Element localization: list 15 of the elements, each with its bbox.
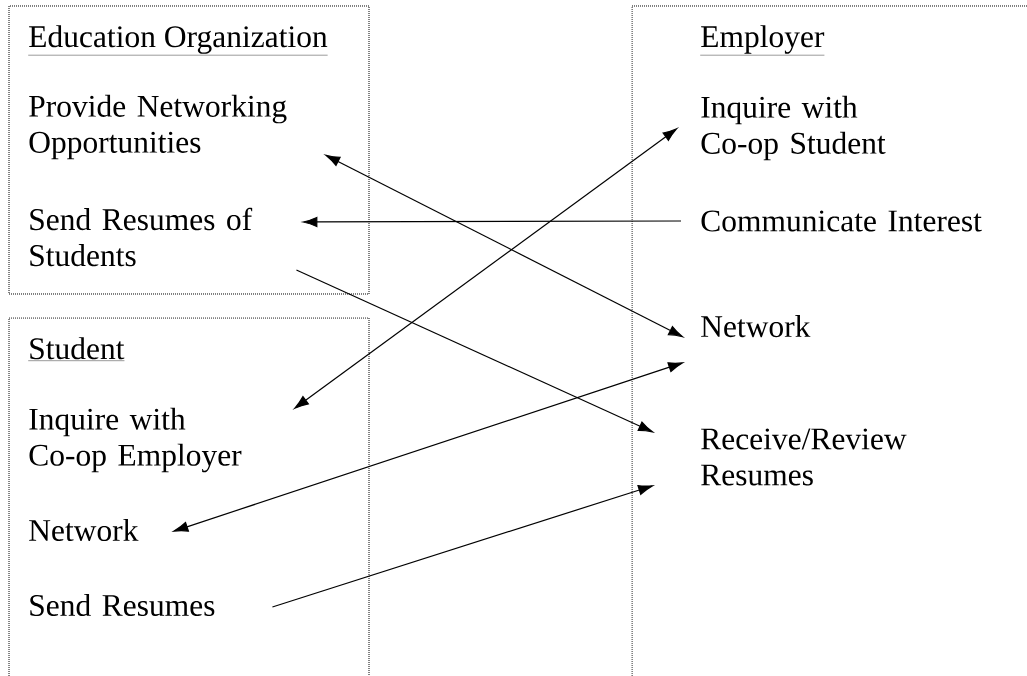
item-text: Provide Networking Opportunities [29, 94, 287, 160]
item-text: Send Resumes of Students [30, 207, 253, 267]
item-text: Network [701, 315, 811, 338]
item-text: Receive/Review Resumes [701, 428, 907, 486]
arrow [271, 485, 653, 608]
arrow [295, 269, 653, 433]
item-text: Send Resumes [30, 593, 215, 617]
arrow [173, 362, 683, 532]
arrow [325, 154, 684, 338]
item-text: Inquire with Co-op Employer [29, 407, 242, 473]
item-text: Network [29, 518, 139, 542]
arrow [294, 128, 678, 409]
item-text: Communicate Interest [701, 210, 982, 232]
arrow [302, 216, 682, 228]
item-text: Inquire with Co-op Student [701, 95, 886, 161]
